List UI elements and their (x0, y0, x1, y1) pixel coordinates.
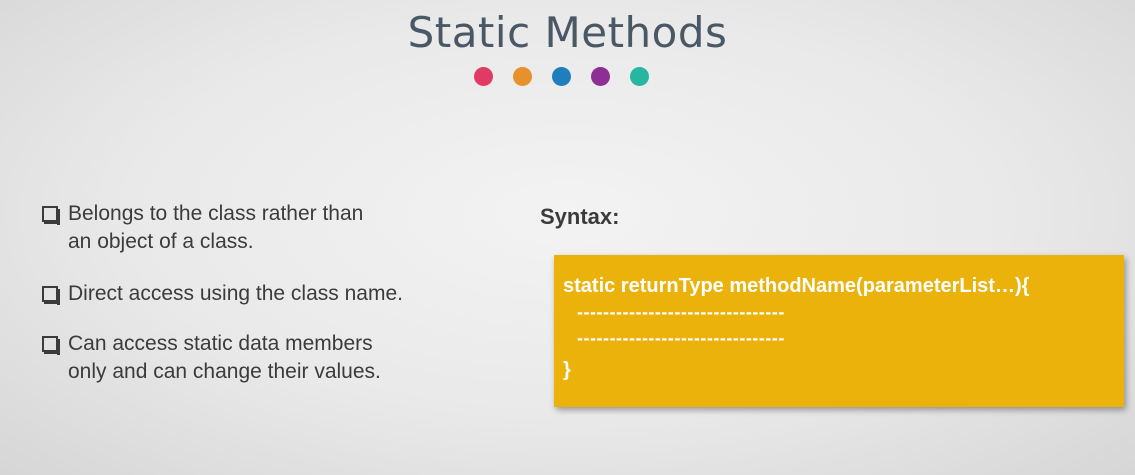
code-placeholder-line: -------------------------------- (577, 328, 785, 348)
code-closing-brace: } (563, 359, 571, 381)
dot-blue (552, 67, 571, 86)
dot-purple (591, 67, 610, 86)
checkbox-bullet-icon (42, 336, 60, 355)
bullet-text: Can access static data members only and … (68, 332, 381, 383)
bullet-list: Belongs to the class rather than an obje… (42, 200, 482, 410)
bullet-item: Belongs to the class rather than an obje… (42, 200, 482, 256)
code-placeholder-line: -------------------------------- (577, 302, 785, 322)
decorative-dots (474, 67, 649, 86)
dot-teal (630, 67, 649, 86)
bullet-text: Belongs to the class rather than an obje… (68, 202, 364, 253)
dot-orange (513, 67, 532, 86)
code-box: static returnType methodName(parameterLi… (554, 255, 1124, 407)
bullet-item: Direct access using the class name. (42, 280, 482, 308)
checkbox-bullet-icon (42, 206, 60, 225)
slide-title: Static Methods (407, 8, 728, 57)
bullet-item: Can access static data members only and … (42, 330, 482, 386)
syntax-label: Syntax: (540, 204, 620, 229)
dot-red (474, 67, 493, 86)
bullet-text: Direct access using the class name. (68, 282, 403, 305)
code-signature-line: static returnType methodName(parameterLi… (563, 275, 1030, 297)
checkbox-bullet-icon (42, 286, 60, 305)
